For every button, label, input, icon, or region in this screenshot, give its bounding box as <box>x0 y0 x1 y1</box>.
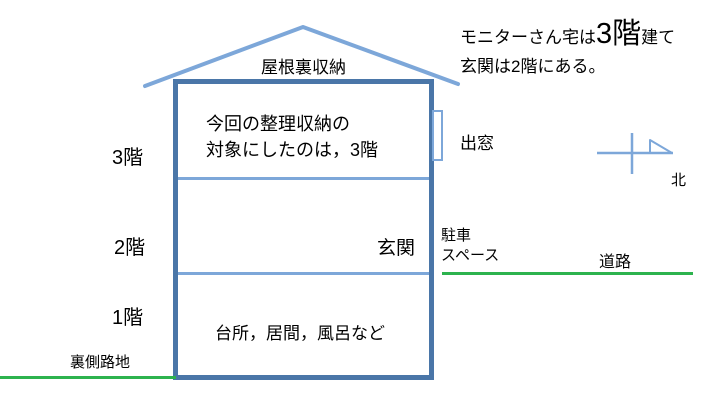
floor1-rooms-label: 台所，居間，風呂など <box>215 324 385 343</box>
floor3-label: 3階 <box>112 147 144 169</box>
annotation-text: モニターさん宅は3階建て 玄関は2階にある。 <box>460 17 675 79</box>
floor1-label: 1階 <box>112 307 144 329</box>
entrance-label: 玄関 <box>377 238 416 259</box>
back-alley-label: 裏側路地 <box>70 354 131 371</box>
floor-divider-3f-2f <box>178 177 429 180</box>
parking-label-line1: 駐車 <box>441 227 472 244</box>
floor3-note: 今回の整理収納の 対象にしたのは，3階 <box>206 111 378 163</box>
floor3-note-line1: 今回の整理収納の <box>206 114 350 134</box>
house-outline <box>173 79 434 380</box>
front-road-line <box>442 272 693 275</box>
roof-outline <box>143 25 460 88</box>
road-label: 道路 <box>599 254 632 271</box>
floor3-note-line2: 対象にしたのは，3階 <box>206 140 379 160</box>
annotation-line1-big: 3階 <box>596 18 642 50</box>
parking-label-line2: スペース <box>441 247 500 264</box>
annotation-line1: モニターさん宅は3階建て <box>460 17 675 55</box>
parking-space-label: 駐車 スペース <box>441 226 499 266</box>
attic-storage-label: 屋根裏収納 <box>261 58 346 77</box>
annotation-line1-prefix: モニターさん宅は <box>460 28 596 47</box>
bay-window <box>432 110 443 161</box>
annotation-line2: 玄関は2階にある。 <box>460 57 606 76</box>
floor-divider-2f-1f <box>178 272 429 275</box>
back-alley-line <box>0 376 176 379</box>
annotation-line1-suffix: 建て <box>641 28 676 47</box>
north-compass-icon <box>597 133 673 174</box>
floor2-label: 2階 <box>114 237 146 259</box>
bay-window-label: 出窓 <box>460 134 494 153</box>
north-label: 北 <box>671 172 687 189</box>
